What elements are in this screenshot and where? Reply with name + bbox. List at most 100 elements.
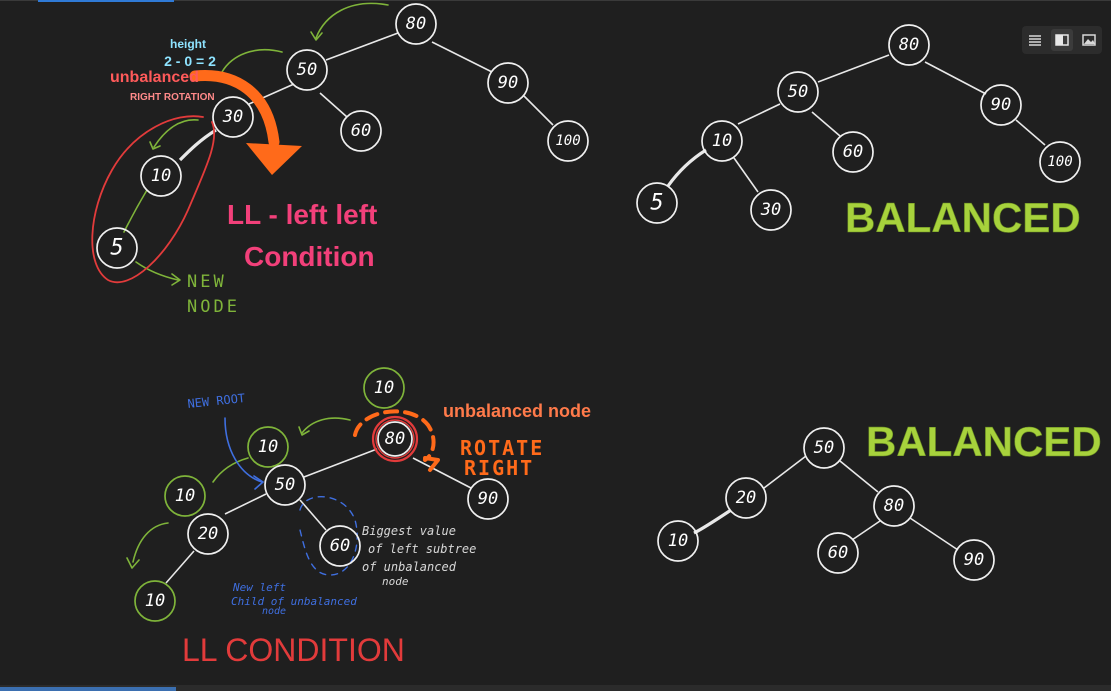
tree-node: 80 bbox=[873, 485, 915, 527]
edge-50-60 bbox=[319, 92, 348, 118]
bottom-bar bbox=[0, 685, 1111, 691]
edge-80-90 bbox=[431, 41, 493, 73]
edge-80-50 bbox=[303, 448, 378, 478]
unbalanced-subtree-outline bbox=[91, 115, 216, 284]
edge-80-90 bbox=[909, 517, 959, 551]
edge-20-10 bbox=[693, 508, 732, 535]
tree-node: 50 bbox=[264, 464, 306, 506]
tree-node: 10 bbox=[657, 520, 699, 562]
panel-bottom-left: 10 80 10 50 90 10 20 60 10 NEW ROOT unba… bbox=[126, 367, 591, 668]
new-node-arrow-head bbox=[171, 273, 181, 286]
green-arrow bbox=[212, 457, 249, 483]
tree-node: 90 bbox=[980, 84, 1022, 126]
split-view-icon[interactable] bbox=[1050, 29, 1073, 51]
ll-condition-title: LL - left left bbox=[227, 199, 377, 230]
svg-text:5: 5 bbox=[110, 236, 123, 261]
green-arrow bbox=[153, 119, 199, 148]
edge-50-20 bbox=[763, 455, 807, 489]
edge-80-90 bbox=[412, 457, 472, 489]
red-highlight-ring bbox=[371, 415, 419, 463]
view-toolbar bbox=[1022, 26, 1102, 54]
new-left-child-note: Child of unbalanced bbox=[231, 595, 357, 608]
svg-text:50: 50 bbox=[275, 475, 295, 495]
svg-text:90: 90 bbox=[478, 489, 498, 509]
new-left-child-note: New left bbox=[232, 581, 286, 594]
edge-80-60 bbox=[851, 520, 881, 541]
tree-node-ghost: 10 bbox=[164, 475, 206, 517]
svg-text:100: 100 bbox=[555, 133, 580, 149]
svg-text:80: 80 bbox=[385, 429, 405, 449]
panel-bottom-right: 50 20 80 10 60 90 BALANCED bbox=[657, 418, 1102, 581]
red-highlight-ring bbox=[375, 419, 415, 459]
green-arrow-head bbox=[149, 141, 161, 150]
tree-node: 10 bbox=[140, 155, 182, 197]
edge-50-20 bbox=[224, 493, 267, 515]
new-node-label: NEW bbox=[187, 272, 227, 292]
green-arrow bbox=[315, 2, 389, 39]
tree-node: 60 bbox=[817, 532, 859, 574]
biggest-value-note: of left subtree bbox=[368, 542, 476, 556]
green-arrow-head bbox=[126, 557, 140, 569]
edge-50-60 bbox=[299, 499, 327, 531]
height-calculation: 2 - 0 = 2 bbox=[164, 53, 216, 69]
tree-node: 80 bbox=[888, 24, 930, 66]
svg-text:10: 10 bbox=[258, 437, 278, 457]
panel-top-left: 80 50 90 30 60 100 10 5 height 2 - 0 = 2 bbox=[91, 2, 589, 317]
green-arrow bbox=[132, 522, 169, 563]
edge-80-50 bbox=[817, 54, 890, 83]
svg-text:60: 60 bbox=[351, 121, 371, 141]
svg-text:50: 50 bbox=[788, 82, 808, 102]
right-rotation-arrow-head bbox=[246, 143, 302, 175]
image-view-icon[interactable] bbox=[1078, 29, 1100, 51]
svg-text:90: 90 bbox=[991, 95, 1011, 115]
svg-text:20: 20 bbox=[736, 488, 756, 508]
svg-text:50: 50 bbox=[297, 60, 317, 80]
svg-text:20: 20 bbox=[198, 524, 218, 544]
green-arrow-head bbox=[298, 426, 310, 436]
svg-text:10: 10 bbox=[668, 531, 688, 551]
svg-text:80: 80 bbox=[884, 496, 904, 516]
svg-text:100: 100 bbox=[1047, 154, 1072, 170]
balanced-label: BALANCED bbox=[866, 418, 1102, 465]
new-left-child-note: node bbox=[262, 606, 286, 617]
panel-top-right: 80 50 90 10 60 100 5 30 BALANCED bbox=[636, 24, 1081, 241]
edge-90-100 bbox=[1015, 119, 1046, 146]
tree-node: 60 bbox=[319, 525, 361, 567]
ll-condition-subtitle: Condition bbox=[244, 241, 375, 272]
edge-10-30 bbox=[733, 157, 759, 193]
svg-text:90: 90 bbox=[964, 550, 984, 570]
tree-node: 10 bbox=[701, 120, 743, 162]
edge-80-90 bbox=[924, 61, 987, 95]
svg-text:10: 10 bbox=[145, 591, 165, 611]
height-label: height bbox=[170, 37, 206, 51]
right-rotation-arrow bbox=[189, 70, 280, 148]
edge-10-5 bbox=[666, 148, 707, 187]
right-rotation-label: RIGHT ROTATION bbox=[130, 92, 215, 103]
svg-text:10: 10 bbox=[374, 378, 394, 398]
unbalanced-node-label: unbalanced node bbox=[443, 401, 591, 421]
edge-10-5 bbox=[123, 189, 148, 233]
svg-text:10: 10 bbox=[175, 486, 195, 506]
tree-node: 20 bbox=[187, 513, 229, 555]
rotate-right-label: ROTATE bbox=[460, 436, 544, 460]
top-border bbox=[0, 0, 1111, 1]
svg-text:50: 50 bbox=[814, 438, 834, 458]
tree-node-ghost: 10 bbox=[363, 367, 405, 409]
tree-node: 60 bbox=[832, 131, 874, 173]
biggest-value-note: node bbox=[382, 575, 409, 588]
svg-text:60: 60 bbox=[843, 142, 863, 162]
tree-node: 90 bbox=[487, 62, 529, 104]
tree-node: 100 bbox=[1039, 141, 1081, 183]
tree-node: 100 bbox=[547, 120, 589, 162]
svg-text:10: 10 bbox=[712, 131, 732, 151]
green-arrow bbox=[301, 417, 351, 434]
tree-node: 50 bbox=[803, 427, 845, 469]
tree-node: 90 bbox=[953, 539, 995, 581]
edge-90-100 bbox=[523, 95, 554, 126]
tree-node-ghost: 10 bbox=[134, 580, 176, 622]
list-view-icon[interactable] bbox=[1024, 29, 1046, 51]
tree-node: 60 bbox=[340, 110, 382, 152]
new-root-arrow bbox=[224, 417, 263, 483]
